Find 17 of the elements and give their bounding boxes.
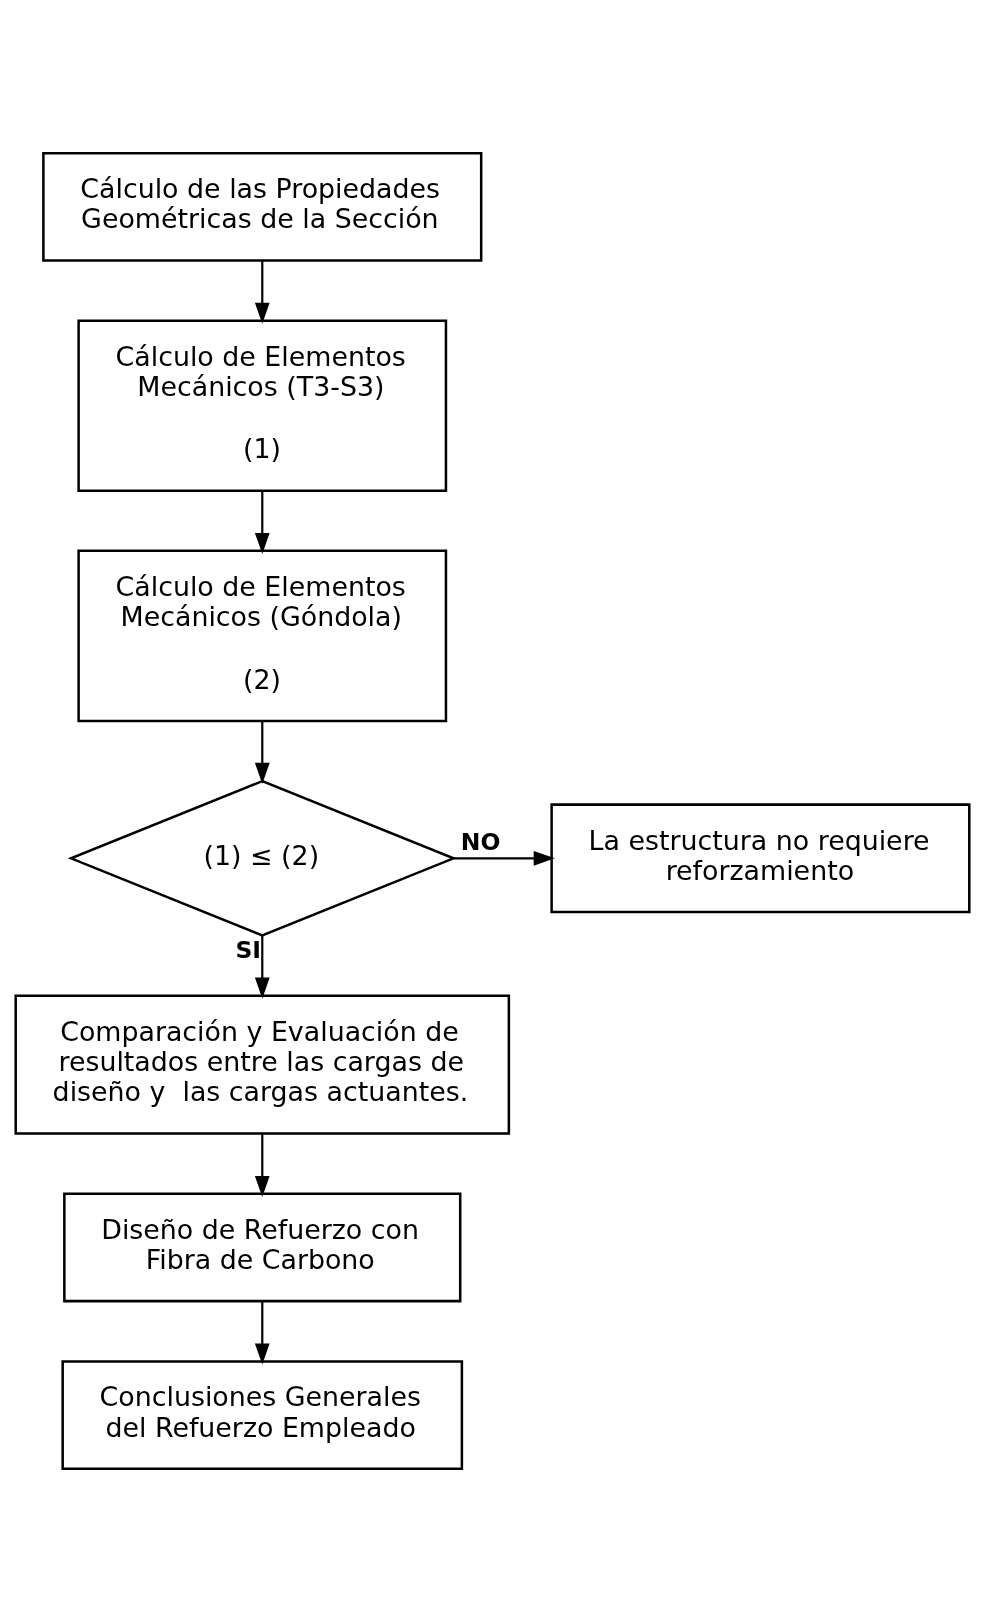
arrow (453, 850, 555, 866)
node-box: Cálculo de las Propiedades Geométricas de la Sección (41, 151, 482, 262)
arrow (254, 935, 270, 999)
edge-label: SI (234, 935, 261, 964)
node-box: Diseño de Refuerzo con Fibra de Carbono (62, 1192, 461, 1303)
node-diamond: (1) ≤ (2) (67, 779, 457, 937)
arrow (254, 260, 270, 324)
arrow (254, 491, 270, 555)
node-box: La estructura no requiere reforzamiento (549, 803, 971, 914)
arrow (254, 1301, 270, 1365)
node-box: Cálculo de Elementos Mecánicos (Góndola) (2) (76, 549, 447, 723)
node-box: Comparación y Evaluación de resultados entre las cargas de diseño y las cargas actuantes. (13, 994, 510, 1135)
edge-label: NO (460, 828, 500, 857)
node-box: Cálculo de Elementos Mecánicos (T3-S3) (1) (76, 319, 447, 493)
node-box: Conclusiones Generales del Refuerzo Empleado (60, 1360, 463, 1471)
arrow (254, 1133, 270, 1198)
arrow (254, 721, 270, 784)
